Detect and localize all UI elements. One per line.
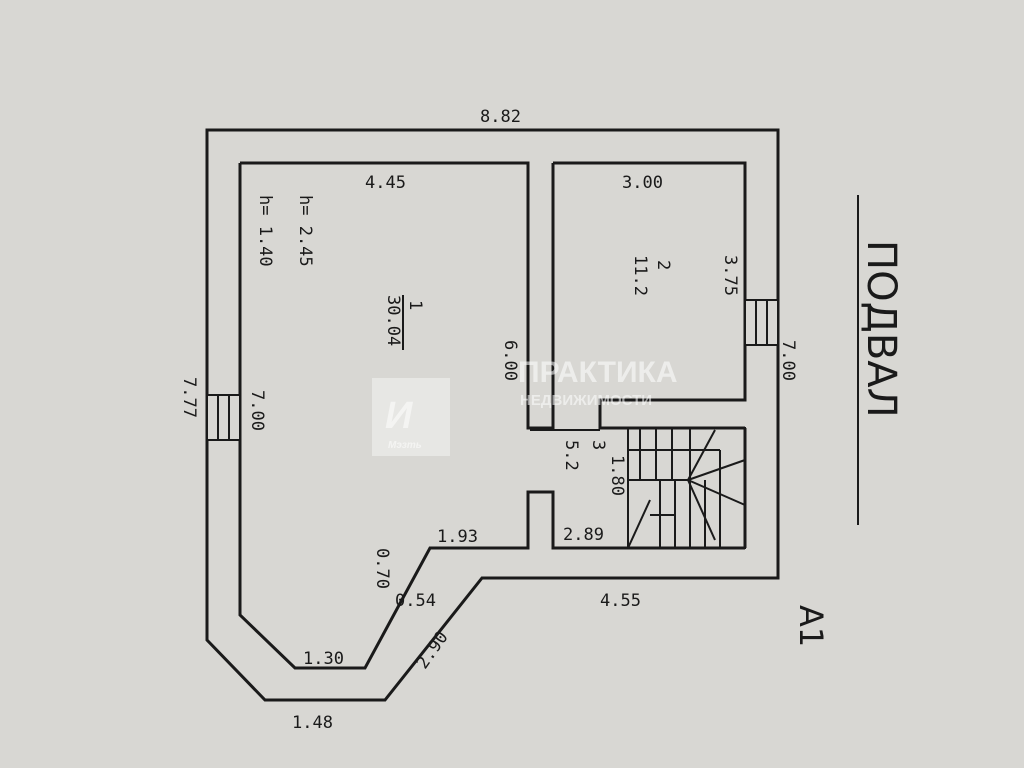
watermark-logo: И Мэзть bbox=[372, 378, 450, 456]
label-room2-length: 3.75 bbox=[720, 255, 740, 296]
outer-wall bbox=[205, 128, 780, 702]
room-1-number: 1 bbox=[405, 300, 425, 310]
room-2-number: 2 bbox=[653, 260, 673, 270]
watermark-logo-mark: И bbox=[385, 395, 413, 437]
room-2-area: 11.2 bbox=[630, 255, 650, 296]
watermark-logo-text: Мэзть bbox=[388, 440, 422, 451]
label-left-height: 7.77 bbox=[179, 377, 199, 418]
label-bottom-width: 4.55 bbox=[600, 591, 641, 611]
label-notch: 0.70 bbox=[372, 548, 392, 589]
watermark-line-2: НЕДВИЖИМОСТИ bbox=[520, 392, 652, 409]
label-overall-width: 8.82 bbox=[480, 107, 521, 127]
sheet-label: А1 bbox=[792, 605, 830, 647]
label-room1-bottom: 1.30 bbox=[303, 649, 344, 669]
room-1-area: 30.04 bbox=[383, 295, 403, 346]
room-3-number: 3 bbox=[588, 440, 608, 450]
staircase bbox=[627, 427, 746, 549]
label-room1-width: 4.45 bbox=[365, 173, 406, 193]
label-height-1: h= 2.45 bbox=[295, 195, 315, 267]
label-room2-width: 3.00 bbox=[622, 173, 663, 193]
watermark-line-1: ПРАКТИКА bbox=[518, 356, 678, 389]
room-2-outline bbox=[553, 161, 747, 430]
label-height-2: h= 1.40 bbox=[255, 195, 275, 267]
label-step-left: 1.93 bbox=[437, 527, 478, 547]
label-room3-width: 2.89 bbox=[563, 525, 604, 545]
label-room3-length: 1.80 bbox=[607, 455, 627, 496]
label-inner-wall: 6.00 bbox=[500, 340, 520, 381]
label-room1-length: 7.00 bbox=[247, 390, 267, 431]
label-right-height: 7.00 bbox=[778, 340, 798, 381]
plan-title: ПОДВАЛ bbox=[858, 240, 904, 418]
room-3-area: 5.2 bbox=[561, 440, 581, 471]
window-left bbox=[206, 394, 241, 441]
label-corner: 0.54 bbox=[395, 591, 436, 611]
label-bottom-left: 1.48 bbox=[292, 713, 333, 733]
window-right bbox=[744, 299, 779, 346]
room-1-outline bbox=[238, 161, 745, 670]
